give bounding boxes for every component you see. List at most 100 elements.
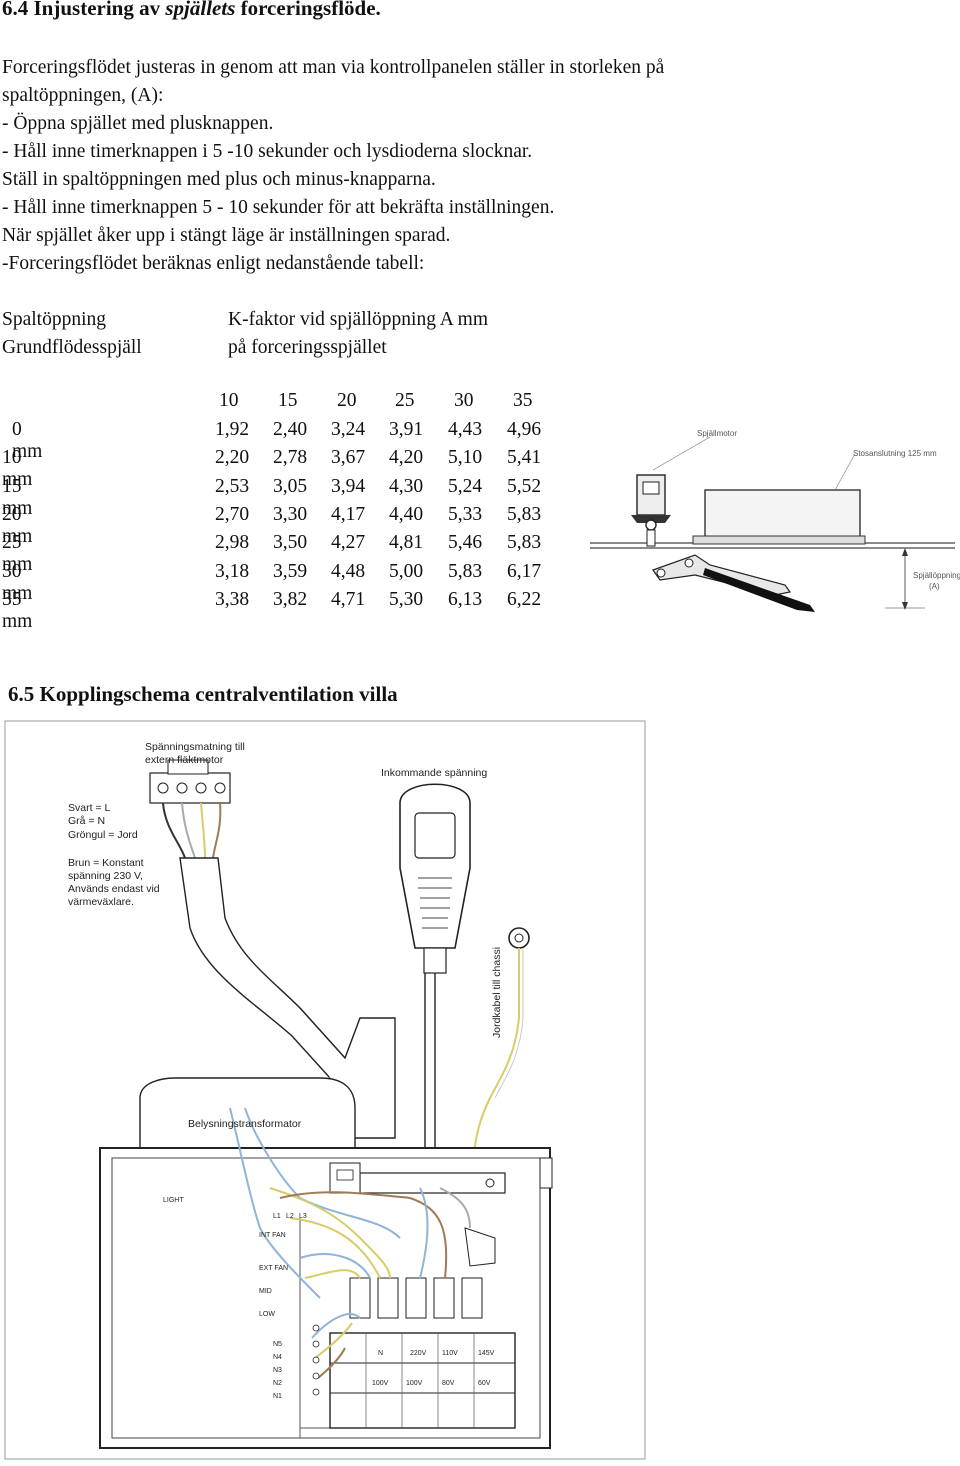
section-heading-6-5: 6.5 Kopplingschema centralventilation vi… — [8, 682, 398, 706]
n2-label: N2 — [273, 1380, 282, 1387]
legend-green: Gröngul = Jord — [68, 829, 138, 841]
l3-label: L3 — [299, 1213, 307, 1220]
table-cell: 1,92 — [215, 419, 250, 440]
row-label: 0 mm — [12, 419, 43, 462]
int-fan-label: INT FAN — [259, 1232, 286, 1239]
heading-text: 6.4 Injustering av — [2, 0, 166, 20]
column-header: 20 — [337, 390, 357, 411]
terminal-100v-b: 100V — [406, 1380, 423, 1387]
row-label: 25 mm — [2, 532, 33, 576]
table-cell: 4,40 — [389, 503, 424, 525]
legend-brown-4: värmeväxlare. — [68, 896, 134, 908]
label-connection: Stosanslutning 125 mm — [853, 449, 937, 458]
instruction-line: -Forceringsflödet beräknas enligt nedans… — [2, 253, 425, 274]
table-cell: 4,71 — [331, 588, 366, 610]
column-header: 15 — [278, 390, 298, 411]
earth-cable-label: Jordkabel till chassi — [491, 947, 503, 1038]
table-cell: 6,22 — [507, 588, 542, 610]
row-label: 20 mm — [2, 503, 33, 547]
table-cell: 5,52 — [507, 475, 542, 497]
damper-diagram: Spjällmotor Stosanslutning 125 mm Spjäll… — [590, 429, 960, 612]
table-cell: 3,91 — [389, 419, 424, 440]
table-cell: 6,17 — [507, 560, 542, 582]
column-header: 30 — [454, 390, 474, 411]
table-cell: 2,78 — [273, 447, 308, 469]
terminal-80v: 80V — [442, 1380, 455, 1387]
instruction-line: Forceringsflödet justeras in genom att m… — [2, 57, 665, 78]
column-header: 35 — [513, 390, 533, 411]
instruction-line: spaltöppningen, (A): — [2, 85, 164, 106]
table-cell: 2,40 — [273, 419, 308, 440]
table-cell: 2,20 — [215, 447, 250, 469]
table-cell: 5,83 — [507, 503, 542, 525]
terminal-n: N — [378, 1350, 383, 1357]
table-cell: 4,27 — [331, 532, 366, 554]
incoming-label: Inkommande spänning — [381, 767, 487, 779]
table-cell: 5,46 — [448, 532, 483, 554]
terminal-110v: 110V — [442, 1350, 458, 1357]
legend-brown-3: Används endast vid — [68, 883, 160, 895]
label-motor: Spjällmotor — [697, 429, 737, 438]
instruction-line: - Öppna spjället med plusknappen. — [2, 113, 274, 134]
header-right-line-1: K-faktor vid spjällöppning A mm — [228, 309, 488, 330]
section-heading-6-4: 6.4 Injustering av spjällets forceringsf… — [2, 0, 381, 21]
instruction-line: Ställ in spaltöppningen med plus och min… — [2, 169, 436, 190]
table-header-right: K-faktor vid spjällöppning A mm på force… — [228, 306, 488, 362]
wiring-diagram: Spänningsmatning till extern fläktmotor … — [4, 720, 646, 1460]
table-cell: 3,24 — [331, 419, 366, 440]
table-cell: 2,70 — [215, 503, 250, 525]
ext-fan-label: EXT FAN — [259, 1265, 288, 1272]
row-label: 10 mm — [2, 447, 33, 491]
heading-emphasis: spjällets — [165, 0, 236, 20]
light-label: LIGHT — [163, 1197, 184, 1204]
terminal-145v: 145V — [478, 1350, 495, 1357]
table-cell: 3,50 — [273, 532, 308, 554]
instruction-line: - Håll inne timerknappen i 5 -10 sekunde… — [2, 141, 533, 162]
table-cell: 5,30 — [389, 588, 424, 610]
terminal-220v: 220V — [410, 1350, 427, 1357]
table-cell: 3,59 — [273, 560, 308, 582]
table-cell: 5,41 — [507, 447, 542, 469]
row-label: 35 mm — [2, 588, 33, 632]
k-factor-table: 10 15 20 25 30 35 0 mm 1,92 2,40 3,24 3,91 4,… — [0, 390, 580, 632]
label-opening: Spjällöppning — [913, 571, 960, 580]
header-left-line-1: Spaltöppning — [2, 309, 107, 330]
header-right-line-2: på forceringsspjället — [228, 337, 387, 358]
table-cell: 5,33 — [448, 503, 483, 525]
table-cell: 4,20 — [389, 447, 424, 469]
transformer-label: Belysningstransformator — [188, 1118, 302, 1130]
l2-label: L2 — [286, 1213, 294, 1220]
terminal-100v-a: 100V — [372, 1380, 389, 1387]
table-cell: 4,17 — [331, 503, 366, 525]
row-label: 15 mm — [2, 475, 33, 519]
table-cell: 3,38 — [215, 588, 250, 610]
mid-label: MID — [259, 1288, 272, 1295]
table-cell: 2,53 — [215, 475, 250, 497]
instruction-text: Forceringsflödet justeras in genom att m… — [2, 54, 942, 278]
table-cell: 5,83 — [507, 532, 542, 554]
low-label: LOW — [259, 1311, 275, 1318]
n5-label: N5 — [273, 1341, 282, 1348]
table-header-left: Spaltöppning Grundflödesspjäll — [2, 306, 142, 362]
legend-grey: Grå = N — [68, 815, 105, 827]
column-header: 25 — [395, 390, 415, 411]
table-cell: 3,30 — [273, 503, 308, 525]
header-left-line-2: Grundflödesspjäll — [2, 337, 142, 358]
n4-label: N4 — [273, 1354, 282, 1361]
table-cell: 3,82 — [273, 588, 308, 610]
table-cell: 4,43 — [448, 419, 483, 440]
column-header: 10 — [219, 390, 239, 411]
row-label: 30 mm — [2, 560, 33, 604]
legend-brown-2: spänning 230 V, — [68, 870, 143, 882]
instruction-line: När spjället åker upp i stängt läge är i… — [2, 225, 451, 246]
table-cell: 6,13 — [448, 588, 483, 610]
n1-label: N1 — [273, 1393, 282, 1400]
table-cell: 5,24 — [448, 475, 483, 497]
table-cell: 3,18 — [215, 560, 250, 582]
table-cell: 4,81 — [389, 532, 424, 554]
table-cell: 3,94 — [331, 475, 366, 497]
label-opening-a: (A) — [929, 582, 940, 591]
table-cell: 4,30 — [389, 475, 424, 497]
table-cell: 4,48 — [331, 560, 366, 582]
heading-text-end: forceringsflöde. — [235, 0, 381, 20]
